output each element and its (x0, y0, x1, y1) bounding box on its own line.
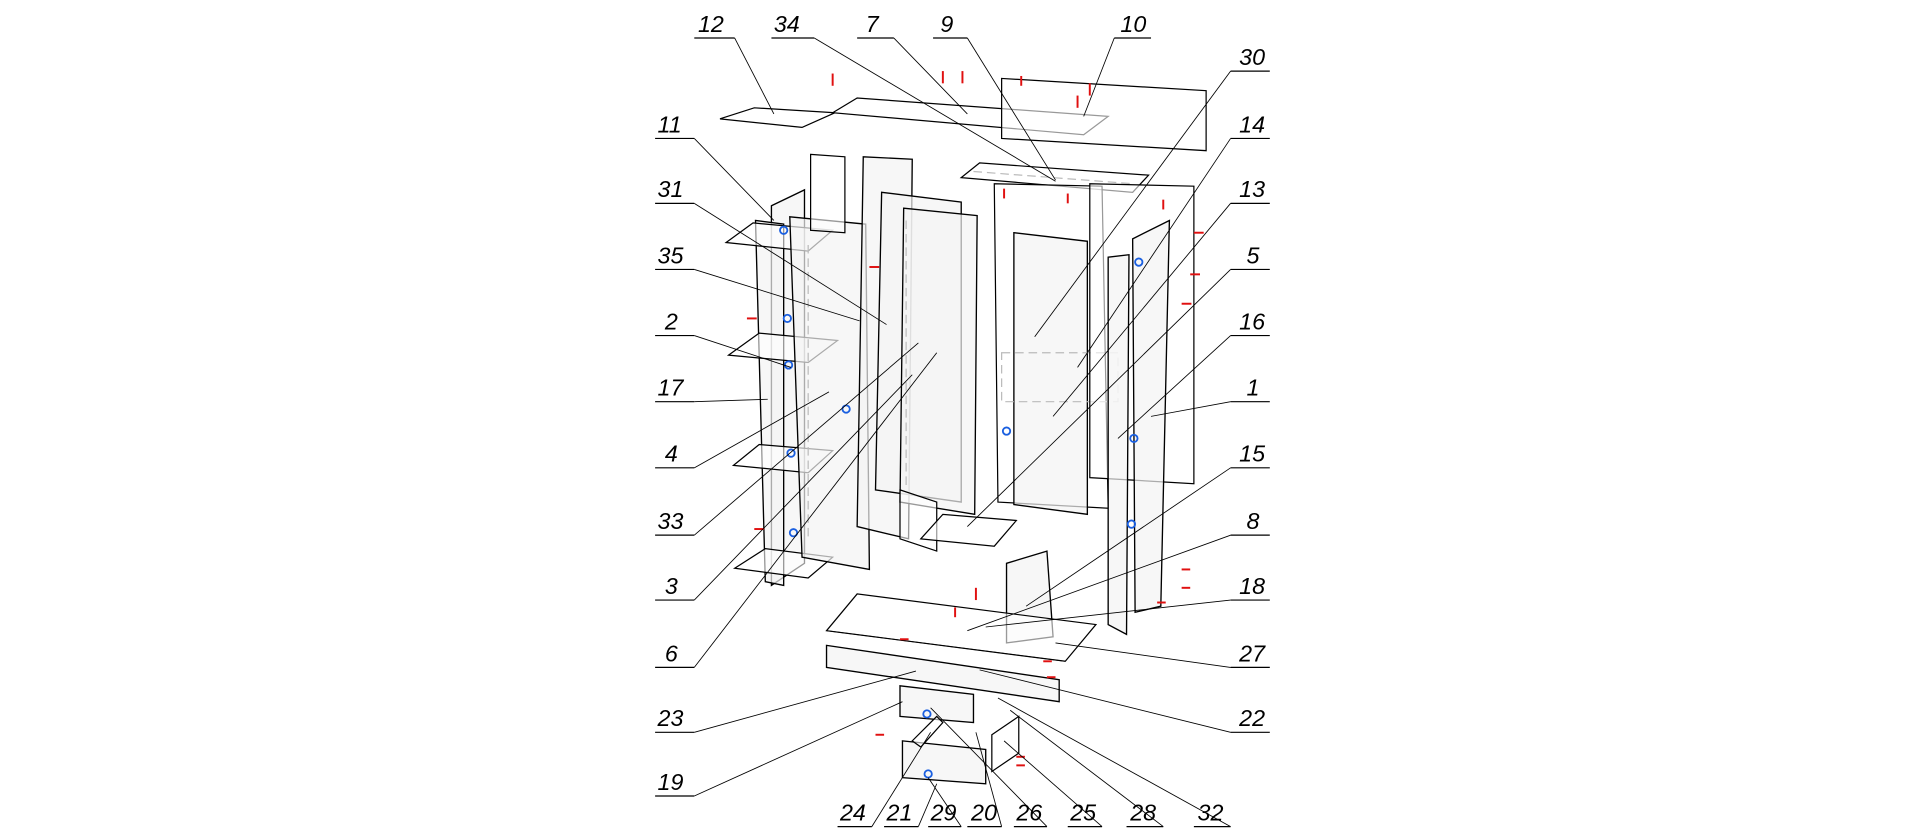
label-23: 23 (657, 705, 684, 731)
part-24-drawer-front (901, 740, 987, 785)
part-19-drawer-front (899, 685, 975, 724)
label-28: 28 (1129, 799, 1156, 825)
label-7: 7 (866, 11, 880, 37)
leader-lines (693, 37, 1231, 827)
label-25: 25 (1069, 799, 1096, 825)
label-4: 4 (665, 441, 678, 467)
part-12-shelf (719, 107, 836, 129)
label-9: 9 (940, 11, 953, 37)
label-8: 8 (1247, 508, 1260, 534)
furniture-parts (719, 77, 1207, 785)
label-26: 26 (1015, 799, 1042, 825)
label-22: 22 (1238, 705, 1265, 731)
label-21: 21 (886, 799, 913, 825)
label-3: 3 (665, 573, 678, 599)
part-25-drawer-side (991, 715, 1020, 773)
hardware-marks (746, 71, 1204, 779)
label-19: 19 (658, 769, 684, 795)
label-31: 31 (658, 176, 684, 202)
label-30: 30 (1239, 44, 1265, 70)
label-35: 35 (658, 242, 684, 268)
label-34: 34 (774, 11, 800, 37)
label-1: 1 (1247, 375, 1260, 401)
label-17: 17 (658, 375, 685, 401)
part-30-door (1013, 231, 1089, 516)
part-labels: 12 34 7 9 10 30 14 13 5 16 1 15 8 18 27 … (655, 11, 1270, 828)
label-2: 2 (664, 308, 678, 334)
label-27: 27 (1238, 640, 1266, 666)
label-6: 6 (665, 640, 678, 666)
label-29: 29 (930, 799, 957, 825)
label-24: 24 (839, 799, 866, 825)
label-5: 5 (1247, 242, 1260, 268)
part-5-shelf (919, 513, 1018, 547)
label-20: 20 (970, 799, 997, 825)
part-23-plinth (825, 644, 1060, 703)
part-35-back (810, 153, 846, 234)
label-12: 12 (698, 11, 724, 37)
label-32: 32 (1198, 799, 1224, 825)
label-13: 13 (1239, 176, 1265, 202)
part-17-side (754, 219, 785, 587)
label-11: 11 (658, 111, 682, 137)
label-18: 18 (1239, 573, 1265, 599)
label-33: 33 (658, 508, 684, 534)
label-15: 15 (1239, 441, 1265, 467)
part-13-side (1107, 253, 1130, 636)
label-10: 10 (1120, 11, 1146, 37)
label-14: 14 (1239, 111, 1265, 137)
part-10-back-panel (1001, 77, 1207, 152)
label-16: 16 (1239, 308, 1265, 334)
